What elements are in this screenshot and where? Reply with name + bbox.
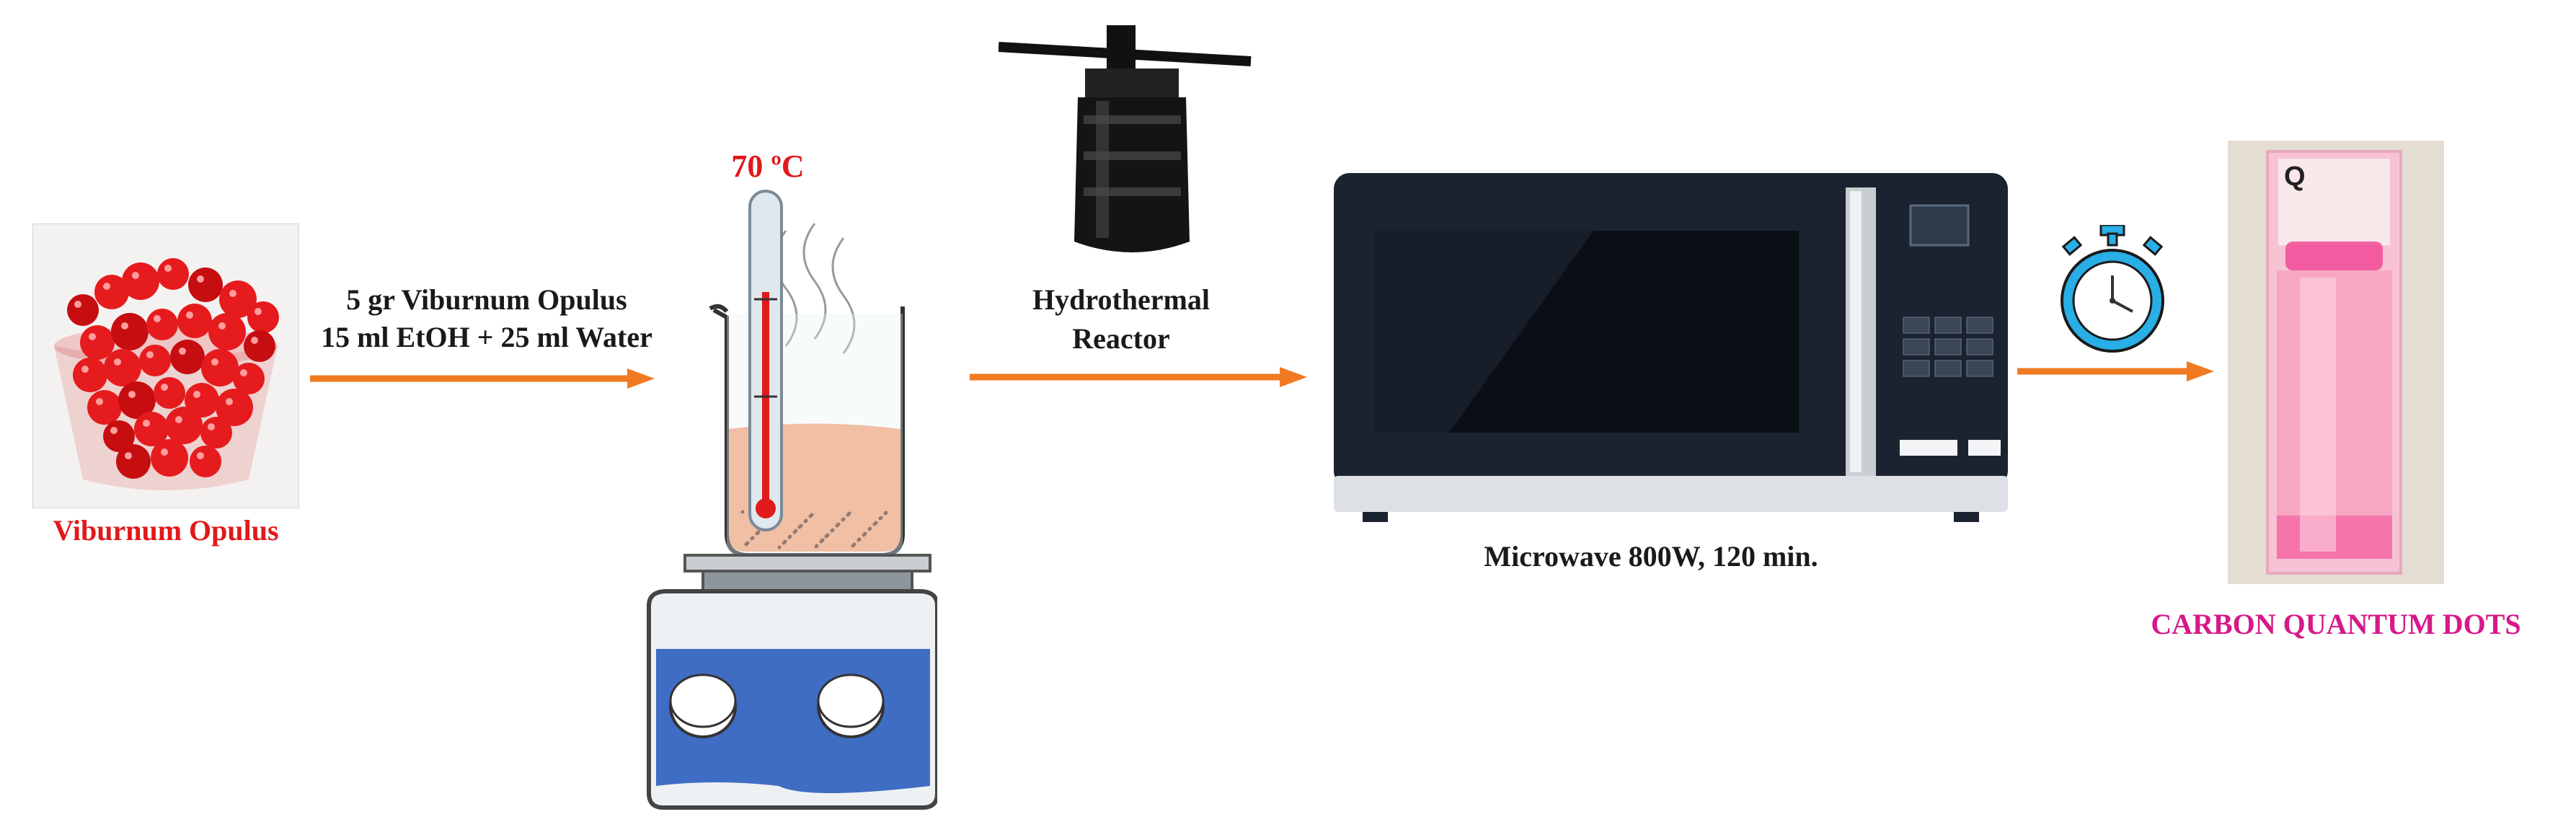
temperature-label: 70 ºC xyxy=(731,149,805,184)
step1-line1: 5 gr Viburnum Opulus xyxy=(346,283,627,316)
microwave-caption: Microwave 800W, 120 min. xyxy=(1484,540,1818,573)
autoclave-icon xyxy=(999,25,1252,252)
cuvette-mark: Q xyxy=(2284,162,2306,192)
stopwatch-icon xyxy=(2061,225,2164,353)
reactor-label-line1: Hydrothermal xyxy=(1032,283,1210,316)
microwave-icon xyxy=(1334,173,2008,522)
reactor-label-line2: Reactor xyxy=(1072,322,1170,355)
viburnum-berries-photo xyxy=(32,224,299,508)
beaker-heating-setup xyxy=(647,190,937,810)
arrow-3 xyxy=(2017,361,2214,381)
thermometer-icon xyxy=(748,190,783,531)
product-caption: CARBON QUANTUM DOTS xyxy=(2151,608,2521,640)
arrow-1 xyxy=(310,368,655,389)
step1-line2: 15 ml EtOH + 25 ml Water xyxy=(321,321,652,353)
arrow-2 xyxy=(970,367,1307,387)
hotplate-stirrer-icon xyxy=(647,554,937,810)
source-caption: Viburnum Opulus xyxy=(53,514,279,547)
cuvette-photo: Q xyxy=(2228,141,2444,584)
